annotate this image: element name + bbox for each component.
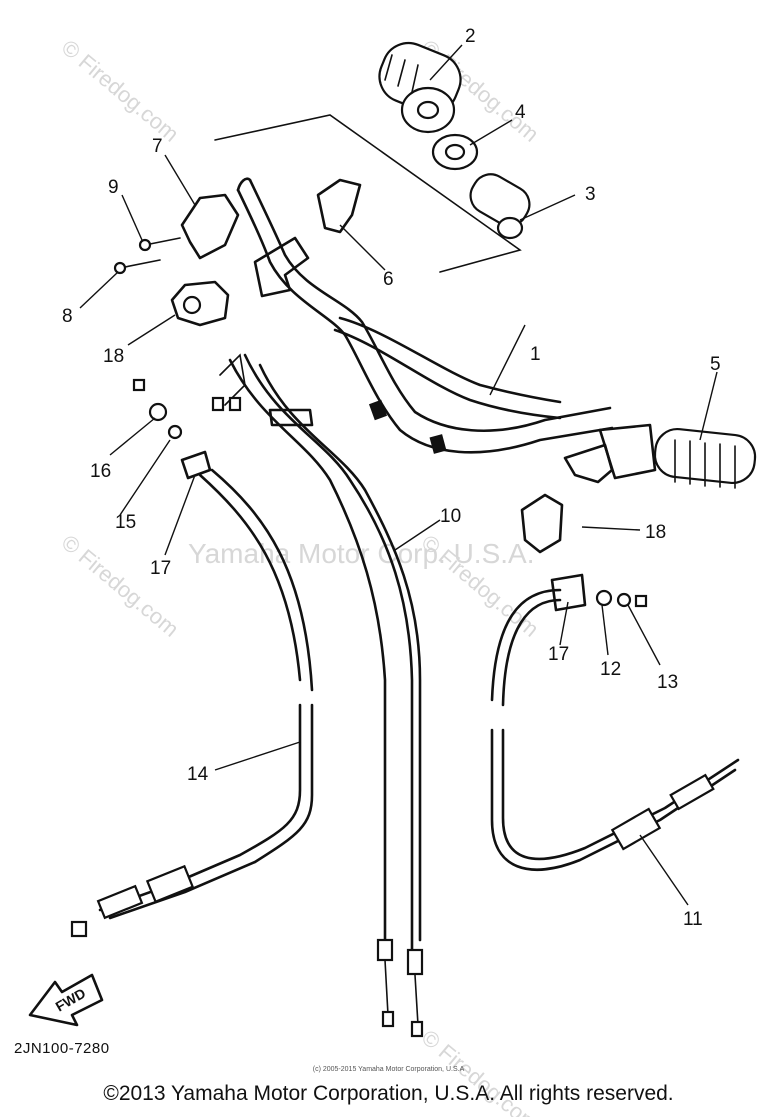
handlebar — [236, 177, 614, 484]
callout-label: 14 — [187, 764, 209, 785]
copyright-notice: ©2013 Yamaha Motor Corporation, U.S.A. A… — [103, 1082, 674, 1105]
callout-label: 17 — [150, 558, 171, 579]
callout-label: 8 — [62, 306, 73, 327]
callout-label: 3 — [585, 184, 596, 205]
left-controls — [113, 178, 362, 327]
callout-group: 1 2 3 4 5 6 7 8 9 10 11 12 13 14 15 16 1… — [62, 26, 721, 930]
callout-label: 1 — [530, 344, 541, 365]
right-grip — [598, 423, 757, 489]
callout-label: 18 — [103, 346, 124, 367]
diagram-code: 2JN100-7280 — [14, 1040, 110, 1057]
callout-label: 10 — [440, 506, 461, 527]
bracket-box — [214, 114, 522, 273]
callout-label: 5 — [710, 354, 721, 375]
callout-label: 12 — [600, 659, 621, 680]
right-cable — [490, 493, 740, 871]
callout-label: 2 — [465, 26, 476, 47]
callout-label: 15 — [115, 512, 136, 533]
throttle-cables — [211, 353, 424, 1038]
callout-label: 7 — [152, 136, 163, 157]
watermark-site: © Firedog.com — [57, 35, 184, 147]
callout-label: 13 — [657, 672, 678, 693]
throttle-grip-set — [378, 41, 531, 240]
callout-label: 4 — [515, 102, 526, 123]
callout-label: 17 — [548, 644, 569, 665]
callout-label: 18 — [645, 522, 666, 543]
small-copyright: (c) 2005-2015 Yamaha Motor Corporation, … — [312, 1066, 465, 1073]
left-cable — [70, 378, 314, 938]
callout-label: 9 — [108, 177, 119, 198]
leader-lines — [79, 44, 718, 906]
callout-label: 6 — [383, 269, 394, 290]
fwd-arrow: FWD — [28, 973, 104, 1027]
callout-label: 16 — [90, 461, 111, 482]
watermark-site: © Firedog.com — [57, 530, 184, 642]
callout-label: 11 — [683, 909, 703, 930]
